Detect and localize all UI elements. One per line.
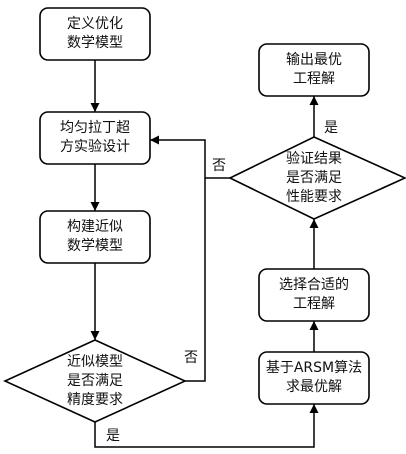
label-line: 输出最优: [286, 52, 342, 68]
label-accuracy-check: 近似模型 是否满足 精度要求: [30, 350, 160, 412]
label-line: 均匀拉丁超: [60, 120, 130, 136]
label-line: 是否满足: [286, 169, 342, 186]
label-define-model: 定义优化 数学模型: [40, 8, 150, 60]
label-line: 性能要求: [286, 188, 342, 205]
edge-label-accuracy-yes: 是: [106, 428, 120, 444]
label-line: 近似模型: [67, 353, 123, 370]
label-line: 构建近似: [67, 219, 123, 235]
label-choose-solution: 选择合适的 工程解: [259, 269, 369, 321]
label-line: 选择合适的: [279, 277, 349, 293]
label-line: 数学模型: [67, 35, 123, 51]
label-line: 求最优解: [286, 379, 342, 395]
label-verify-check: 验证结果 是否满足 性能要求: [252, 147, 376, 209]
edge-label-verify-no: 否: [212, 158, 226, 174]
label-build-approx: 构建近似 数学模型: [40, 211, 150, 263]
label-lhs-design: 均匀拉丁超 方实验设计: [40, 112, 150, 164]
label-arsm-solve: 基于ARSM算法 求最优解: [259, 352, 369, 404]
label-line: 定义优化: [67, 16, 123, 32]
label-line: 验证结果: [286, 150, 342, 167]
label-line: 是否满足: [67, 372, 123, 389]
label-line: 数学模型: [67, 238, 123, 254]
label-line: 精度要求: [67, 391, 123, 408]
label-line: 基于ARSM算法: [265, 360, 363, 376]
label-output-solution: 输出最优 工程解: [259, 44, 369, 96]
label-line: 工程解: [293, 71, 335, 87]
label-line: 方实验设计: [60, 139, 130, 155]
label-line: 工程解: [293, 296, 335, 312]
arrow-accuracy-no-loop: [150, 135, 206, 382]
edge-label-verify-yes: 是: [324, 120, 338, 136]
edge-label-accuracy-no: 否: [184, 350, 198, 366]
arrow-accuracy-yes: [94, 404, 319, 448]
